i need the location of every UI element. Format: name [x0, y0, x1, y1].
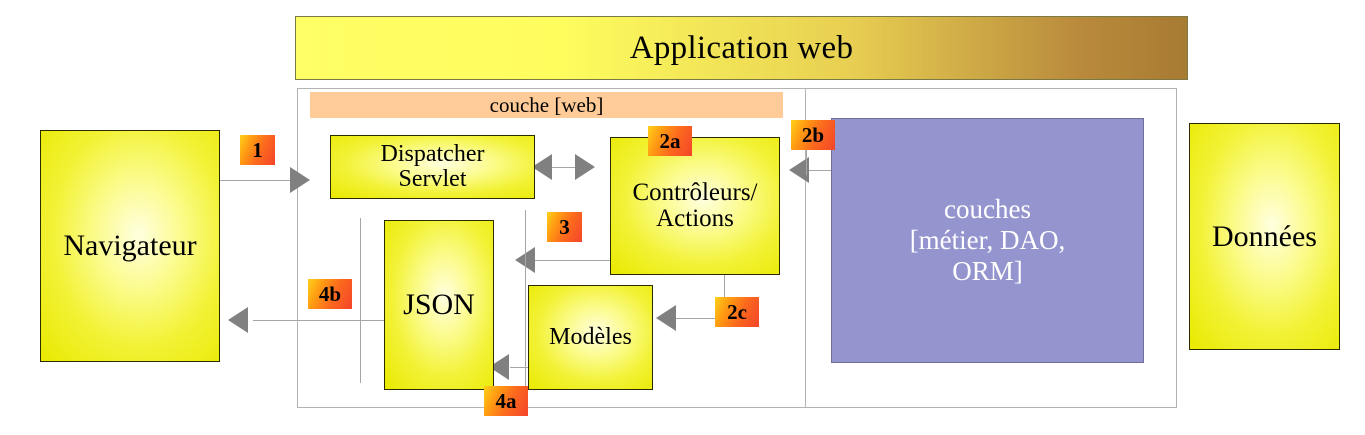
web-layer-band-label: couche [web]	[489, 92, 604, 117]
step-badge-3-label: 3	[559, 214, 570, 239]
step-badge-2c: 2c	[715, 297, 759, 327]
node-dispatcher-servlet[interactable]: Dispatcher Servlet	[330, 135, 535, 199]
node-navigateur[interactable]: Navigateur	[40, 130, 220, 362]
step-badge-1-label: 1	[252, 137, 263, 162]
node-navigateur-label: Navigateur	[63, 229, 197, 263]
connector-4b-arrowhead	[228, 307, 248, 333]
node-json-label: JSON	[403, 288, 475, 322]
step-badge-4a: 4a	[484, 386, 528, 416]
node-controleurs-line1: Contrôleurs/	[632, 178, 758, 206]
layer-divider	[805, 88, 806, 408]
web-layer-band: couche [web]	[310, 92, 783, 118]
connector-3-rail	[525, 210, 526, 390]
connector-1-line	[218, 180, 296, 181]
node-dispatcher-line1: Dispatcher	[380, 140, 485, 167]
step-badge-4b-label: 4b	[318, 281, 342, 306]
node-dispatcher-line2: Servlet	[398, 166, 467, 192]
node-controleurs-actions[interactable]: Contrôleurs/ Actions	[610, 137, 780, 275]
connector-1-arrowhead	[290, 167, 310, 193]
connector-2a-arrowhead-right	[575, 154, 595, 180]
node-couches-line3: ORM]	[952, 256, 1023, 287]
step-badge-4a-label: 4a	[495, 388, 517, 413]
step-badge-4b: 4b	[308, 279, 352, 309]
step-badge-2b: 2b	[791, 120, 835, 150]
connector-4b-rail	[360, 218, 361, 383]
node-modeles[interactable]: Modèles	[528, 285, 653, 390]
connector-2c-vline	[724, 275, 725, 318]
connector-3-line	[533, 260, 613, 261]
connector-2c-arrowhead	[656, 305, 676, 331]
step-badge-2b-label: 2b	[801, 122, 825, 147]
connector-4b-line	[253, 320, 433, 321]
node-donnees[interactable]: Données	[1189, 123, 1340, 350]
step-badge-3: 3	[547, 212, 582, 242]
connector-2b-arrowhead-left	[789, 157, 809, 183]
node-modeles-label: Modèles	[549, 323, 632, 350]
connector-4a-arrowhead	[489, 354, 509, 380]
connector-2c-hline	[676, 318, 725, 319]
node-json[interactable]: JSON	[384, 220, 494, 390]
node-couches-line1: couches	[944, 193, 1031, 224]
connector-2a-line	[549, 167, 577, 168]
step-badge-2a: 2a	[648, 126, 692, 156]
node-donnees-label: Données	[1212, 219, 1317, 253]
node-couches-metier-dao-orm[interactable]: couches [métier, DAO, ORM]	[831, 118, 1144, 363]
page-title: Application web	[629, 29, 854, 66]
node-controleurs-line2: Actions	[656, 205, 734, 232]
node-couches-line2: [métier, DAO,	[909, 224, 1066, 255]
step-badge-1: 1	[240, 135, 275, 165]
step-badge-2a-label: 2a	[659, 128, 681, 153]
application-title-bar: Application web	[295, 16, 1188, 80]
step-badge-2c-label: 2c	[727, 299, 747, 324]
connector-2a-arrowhead-left	[532, 154, 552, 180]
